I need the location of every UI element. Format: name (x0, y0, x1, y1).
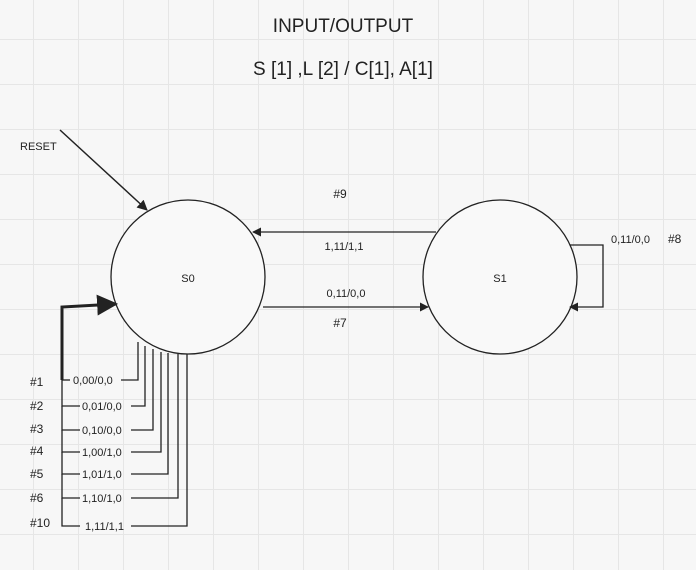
reset-arrow (59, 129, 148, 211)
transition-5-label: 1,01/1,0 (82, 469, 122, 481)
self-loop-bus (60, 294, 119, 380)
diagram-title: INPUT/OUTPUT (273, 16, 414, 37)
s0-self-loops: #1 0,00/0,0 #2 0,01/0,0 #3 0,10/0,0 #4 1… (30, 294, 188, 533)
transition-8-label: 0,11/0,0 (611, 234, 650, 246)
io-format-label: S [1] ,L [2] / C[1], A[1] (253, 59, 433, 80)
reset-label: RESET (20, 141, 57, 153)
transition-2-label: 0,01/0,0 (82, 401, 122, 413)
transition-7-label: 0,11/0,0 (327, 288, 366, 300)
state-s1-label: S1 (493, 273, 506, 285)
transition-9-number: #9 (333, 187, 347, 201)
transition-3: #3 0,10/0,0 (30, 349, 154, 437)
state-s0: S0 (110, 199, 266, 355)
transition-5-number: #5 (30, 467, 44, 481)
transition-6-label: 1,10/1,0 (82, 493, 122, 505)
transition-7-number: #7 (333, 316, 347, 330)
transition-7: 0,11/0,0 #7 (263, 288, 429, 330)
transition-9-label: 1,11/1,1 (325, 241, 364, 253)
transition-1-number: #1 (30, 375, 44, 389)
state-s0-label: S0 (181, 273, 194, 285)
transition-8: 0,11/0,0 #8 (569, 232, 682, 312)
transition-1-label: 0,00/0,0 (73, 375, 113, 387)
transition-9: #9 1,11/1,1 (252, 187, 436, 253)
transition-10-number: #10 (30, 516, 50, 530)
transition-8-number: #8 (668, 232, 682, 246)
state-s1: S1 (422, 199, 578, 355)
transition-3-label: 0,10/0,0 (82, 425, 122, 437)
transition-3-number: #3 (30, 422, 44, 436)
transition-4: #4 1,00/1,0 (30, 352, 162, 459)
transition-10-label: 1,11/1,1 (85, 521, 124, 533)
transition-6-number: #6 (30, 491, 44, 505)
transition-6: #6 1,10/1,0 (30, 354, 179, 505)
transition-1: #1 0,00/0,0 (30, 342, 139, 389)
transition-10: #10 1,11/1,1 (30, 354, 188, 533)
transition-5: #5 1,01/1,0 (30, 353, 169, 481)
transition-2-number: #2 (30, 399, 44, 413)
transition-4-number: #4 (30, 444, 44, 458)
transition-4-label: 1,00/1,0 (82, 447, 122, 459)
